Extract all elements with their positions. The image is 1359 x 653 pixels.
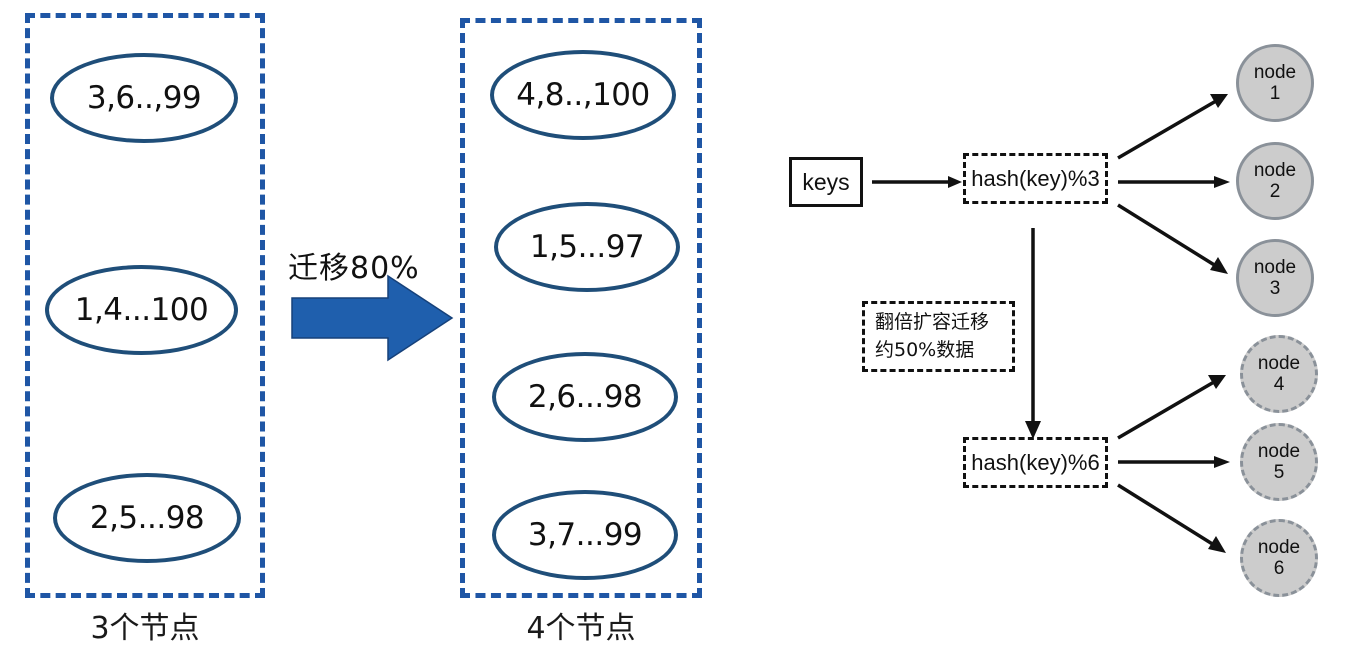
- left-cluster-box: [25, 13, 265, 598]
- server-node-5-name: node: [1257, 440, 1301, 462]
- right-shard-ellipse-4: 3,7...99: [492, 490, 678, 580]
- server-node-2-index: 2: [1269, 181, 1281, 202]
- arrowhead-keys-to-hash3: [948, 176, 962, 188]
- server-node-5-index: 5: [1273, 462, 1285, 483]
- server-node-5: node 5: [1240, 423, 1318, 501]
- right-shard-label-4: 3,7...99: [527, 517, 643, 553]
- migration-label: 迁移80%: [288, 251, 420, 286]
- right-cluster-box: [460, 18, 702, 598]
- right-shard-ellipse-3: 2,6...98: [492, 352, 678, 442]
- arrow-hash3-to-node3: [1117, 203, 1217, 268]
- arrowhead-hash3-node2: [1214, 176, 1230, 188]
- migration-block-arrow: [291, 274, 454, 362]
- server-node-3-name: node: [1253, 256, 1297, 278]
- arrowhead-hash3-node3: [1210, 257, 1228, 274]
- hash-mod6-box: hash(key)%6: [963, 437, 1108, 488]
- right-shard-label-1: 4,8..,100: [516, 77, 650, 113]
- left-shard-ellipse-3: 2,5...98: [53, 473, 241, 563]
- left-shard-ellipse-1: 3,6..,99: [50, 53, 238, 143]
- server-node-1-index: 1: [1269, 83, 1281, 104]
- arrowhead-hash3-node1: [1210, 94, 1228, 108]
- arrowhead-hash6-node6: [1208, 536, 1226, 553]
- arrow-hash3-to-node1: [1117, 99, 1217, 160]
- right-cluster-caption: 4个节点: [526, 611, 636, 646]
- server-node-2: node 2: [1236, 142, 1314, 220]
- server-node-6-index: 6: [1273, 558, 1285, 579]
- rebalance-note-box: 翻倍扩容迁移 约50%数据: [862, 301, 1015, 372]
- arrowhead-hash6-node5: [1214, 456, 1230, 468]
- server-node-6: node 6: [1240, 519, 1318, 597]
- arrow-hash6-to-node4: [1117, 380, 1215, 440]
- right-shard-ellipse-2: 1,5...97: [494, 202, 680, 292]
- arrowhead-hash6-node4: [1208, 375, 1226, 389]
- keys-box-label: keys: [802, 168, 850, 195]
- hash-mod3-box: hash(key)%3: [963, 153, 1108, 204]
- server-node-4: node 4: [1240, 335, 1318, 413]
- server-node-3-index: 3: [1269, 278, 1281, 299]
- server-node-1: node 1: [1236, 44, 1314, 122]
- left-cluster-caption: 3个节点: [90, 611, 200, 646]
- server-node-6-name: node: [1257, 536, 1301, 558]
- keys-box: keys: [789, 157, 863, 207]
- server-node-3: node 3: [1236, 239, 1314, 317]
- left-shard-label-3: 2,5...98: [89, 500, 205, 536]
- right-shard-label-2: 1,5...97: [529, 229, 645, 265]
- server-node-4-name: node: [1257, 352, 1301, 374]
- left-shard-label-1: 3,6..,99: [86, 80, 202, 116]
- rebalance-note-line1: 翻倍扩容迁移: [875, 310, 990, 333]
- left-shard-ellipse-2: 1,4...100: [45, 265, 238, 355]
- left-shard-label-2: 1,4...100: [74, 292, 209, 328]
- hash-mod3-label: hash(key)%3: [971, 165, 1100, 191]
- server-node-4-index: 4: [1273, 374, 1285, 395]
- right-shard-label-3: 2,6...98: [527, 379, 643, 415]
- server-node-1-name: node: [1253, 61, 1297, 83]
- server-node-2-name: node: [1253, 159, 1297, 181]
- arrow-hash6-to-node6: [1117, 483, 1215, 547]
- rebalance-note-line2: 约50%数据: [875, 338, 975, 361]
- right-shard-ellipse-1: 4,8..,100: [490, 50, 676, 140]
- hash-mod6-label: hash(key)%6: [971, 449, 1100, 475]
